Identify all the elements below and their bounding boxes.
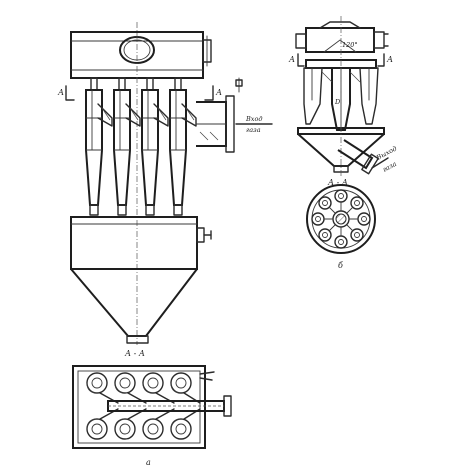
outlet-label-2: газа (381, 160, 398, 174)
section-mark-b-right: А (386, 55, 393, 64)
plan-cyclone-top-1 (86, 372, 108, 394)
plan-manifold (99, 371, 232, 420)
section-mark-a-right: А (215, 88, 222, 97)
central-cyclone (331, 67, 351, 131)
caption-b: б (338, 261, 343, 270)
inlet-label-2: газа (246, 126, 261, 134)
gas-inlet-duct: Вход газа (195, 77, 273, 153)
section-mark-right: А (204, 85, 222, 101)
inlet-label-1: Вход (245, 115, 262, 123)
section-title-side: А - А (327, 178, 348, 187)
round-cyclone-5 (334, 226, 348, 249)
round-cyclone-8 (318, 196, 336, 214)
section-a-a-plan: а (72, 365, 232, 467)
angle-label: 120° (342, 41, 358, 49)
side-elevation: 120° А А D (288, 16, 398, 178)
bunker-nozzle (196, 227, 205, 243)
plan-cyclone-bottom-2 (114, 418, 136, 440)
discharge-outlet (126, 335, 149, 344)
plan-cyclone-bottom-3 (142, 418, 164, 440)
section-mark-left: А (57, 85, 75, 101)
dust-bunker (70, 216, 212, 344)
round-cyclone-1 (334, 189, 348, 212)
plan-cyclone-bottom-4 (170, 418, 192, 440)
section-a-a-round: А - А (306, 178, 376, 270)
round-cyclone-4 (346, 224, 364, 242)
section-title-front: А - А (124, 349, 145, 358)
plan-cyclone-bottom-1 (86, 418, 108, 440)
section-mark-b-left: А (288, 55, 295, 64)
section-mark-a-left: А (57, 88, 64, 97)
side-section-marks: А А (288, 53, 393, 67)
top-collector (70, 22, 212, 345)
round-cyclone-3 (348, 212, 371, 226)
plan-cyclone-top-4 (170, 372, 192, 394)
gas-outlet-duct: Выход газа (337, 139, 398, 175)
dimension-label: D (334, 98, 341, 106)
cyclone-element-3 (141, 77, 169, 216)
cyclone-element-4 (169, 77, 197, 216)
cyclone-element-1 (85, 77, 113, 216)
side-cyclones: D (303, 59, 379, 131)
side-collector: 120° (295, 21, 389, 53)
plan-cyclone-top-2 (114, 372, 136, 394)
front-elevation: А А (57, 22, 273, 358)
plan-cyclone-top-3 (142, 372, 164, 394)
inlet-flange (225, 95, 235, 153)
cyclone-element-2 (113, 77, 141, 216)
round-cyclone-2 (346, 196, 364, 214)
round-cyclone-7 (311, 212, 334, 226)
caption-a: а (146, 458, 151, 467)
round-cyclone-6 (318, 224, 336, 242)
